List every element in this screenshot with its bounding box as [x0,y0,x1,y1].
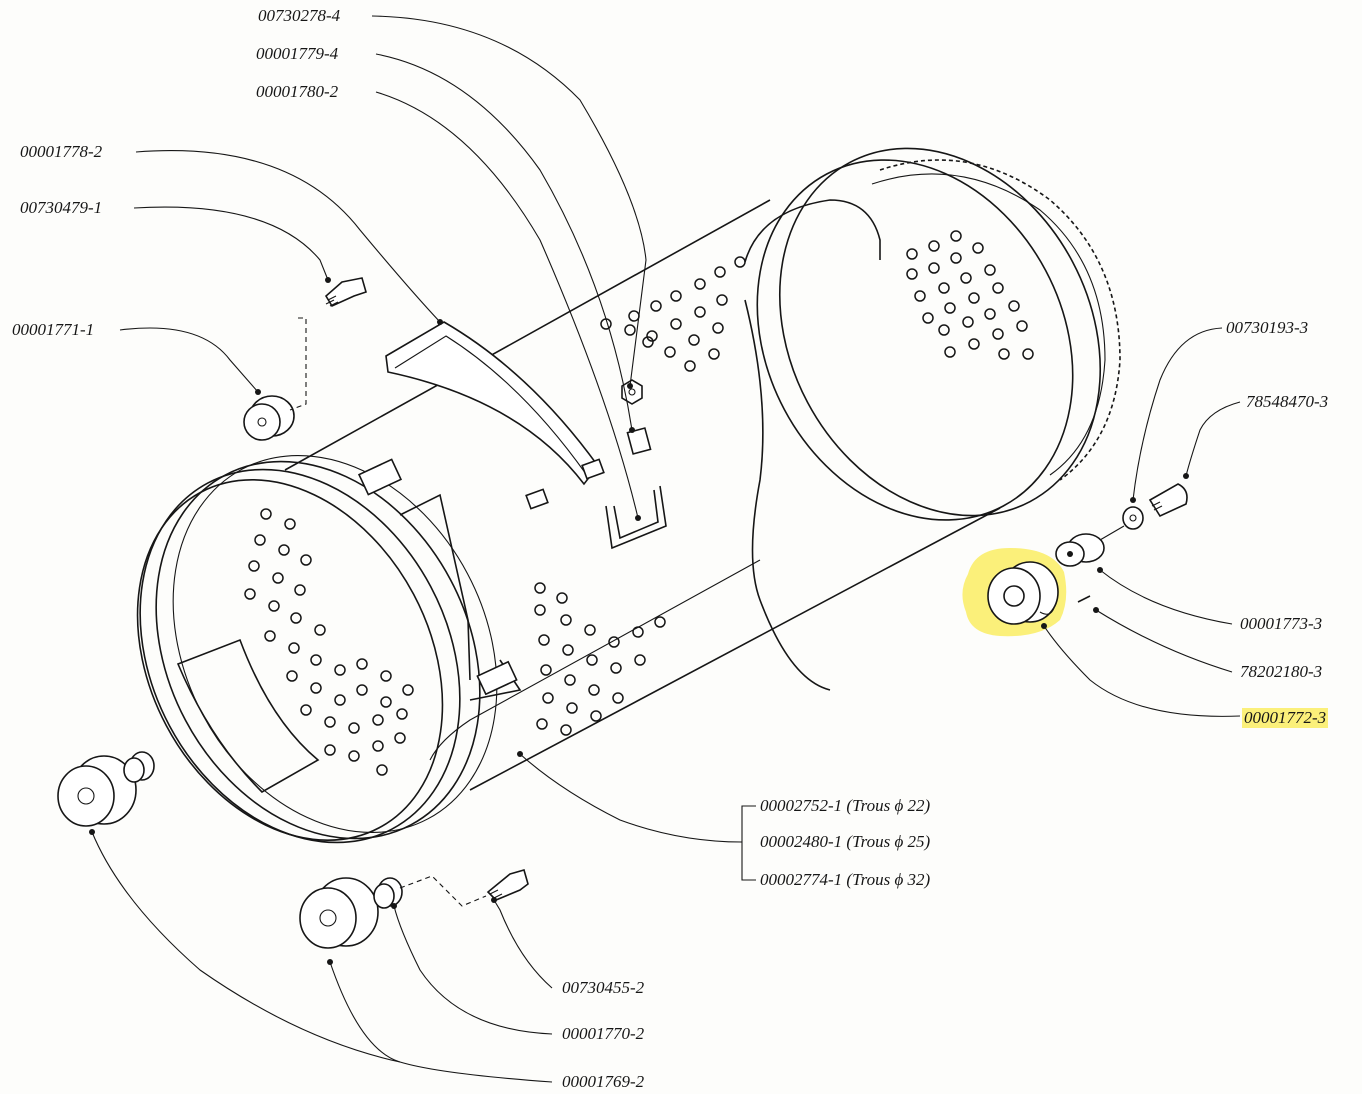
label-00730455-2: 00730455-2 [562,978,645,997]
lifter-strip [385,321,605,510]
cap-bottom-center [299,877,403,949]
mid-holes [534,582,666,736]
screw-bottom [486,869,529,901]
washer-right [1122,506,1144,530]
label-00001770-2: 00001770-2 [562,1024,645,1043]
label-00730479-1: 00730479-1 [20,198,103,217]
nut-spacer [621,379,652,455]
hub-highlighted [987,561,1059,625]
leader-lines [91,15,1241,1083]
label-00002752-1: 00002752-1 (Trous ϕ 22) [760,796,931,815]
leader-dash-top [289,317,307,411]
label-00001778-2: 00001778-2 [20,142,103,161]
axis-right [1099,525,1125,541]
label-78548470-3: 78548470-3 [1246,392,1329,411]
label-00001780-2: 00001780-2 [256,82,339,101]
u-bolt [605,485,667,550]
leader-dash-bottom [399,875,487,907]
front-holes [244,508,414,776]
cap-bottom-left [57,751,155,827]
screw-top [324,277,367,308]
rear-holes [906,230,1034,360]
label-00001773-3: 00001773-3 [1240,614,1323,633]
label-00001779-4: 00001779-4 [256,44,339,63]
label-00002480-1: 00002480-1 (Trous ϕ 25) [760,832,931,851]
bolt-right [1148,483,1188,518]
cap-top [243,395,295,441]
bushing-right [1055,533,1105,567]
label-00001771-1: 00001771-1 [12,320,95,339]
label-00002774-1: 00002774-1 (Trous ϕ 32) [760,870,931,889]
drum-body [136,147,1121,844]
leader-dots [89,277,1189,965]
label-78202180-3: 78202180-3 [1240,662,1323,681]
label-00730193-3: 00730193-3 [1226,318,1309,337]
label-00001769-2: 00001769-2 [562,1072,645,1091]
label-00730278-4: 00730278-4 [258,6,341,25]
label-00001772-3-highlighted: 00001772-3 [1242,708,1329,728]
pin-right [1077,595,1091,603]
top-holes [600,256,746,372]
